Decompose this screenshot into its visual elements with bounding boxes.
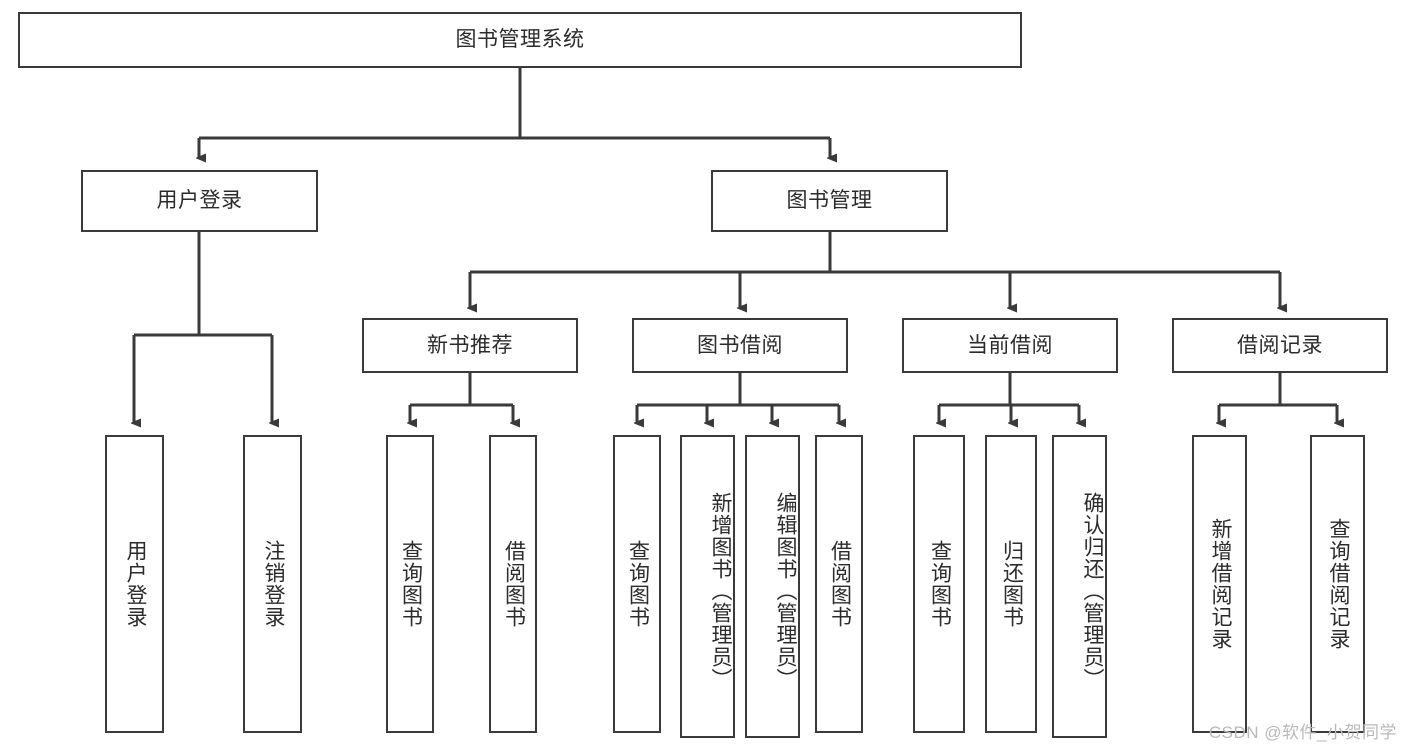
leaf-borrow-book[interactable]: 借阅图书 [815, 435, 863, 733]
leaf-user-login[interactable]: 用户登录 [105, 435, 164, 733]
leaf-query-book-borrow[interactable]: 查询图书 [613, 435, 661, 733]
leaf-query-borrow-record[interactable]: 查询借阅记录 [1310, 435, 1365, 733]
node-book-borrow[interactable]: 图书借阅 [632, 318, 848, 373]
leaf-return-book[interactable]: 归还图书 [985, 435, 1037, 733]
leaf-add-book-admin[interactable]: 新增图书（管理员） [680, 435, 735, 738]
leaf-confirm-return-admin[interactable]: 确认归还（管理员） [1052, 435, 1107, 738]
leaf-logout[interactable]: 注销登录 [243, 435, 302, 733]
csdn-watermark: CSDN @软件_小贺同学 [1208, 723, 1397, 742]
leaf-borrow-book-recommend[interactable]: 借阅图书 [489, 435, 537, 733]
leaf-query-book-recommend[interactable]: 查询图书 [386, 435, 434, 733]
node-book-management[interactable]: 图书管理 [711, 170, 948, 232]
leaf-edit-book-admin[interactable]: 编辑图书（管理员） [745, 435, 800, 738]
node-borrow-record[interactable]: 借阅记录 [1172, 318, 1388, 373]
node-new-book-recommend[interactable]: 新书推荐 [362, 318, 578, 373]
node-user-login[interactable]: 用户登录 [81, 170, 318, 232]
leaf-add-borrow-record[interactable]: 新增借阅记录 [1192, 435, 1247, 733]
leaf-query-book-current[interactable]: 查询图书 [913, 435, 965, 733]
node-root-system[interactable]: 图书管理系统 [18, 12, 1022, 68]
node-current-borrow[interactable]: 当前借阅 [902, 318, 1118, 373]
